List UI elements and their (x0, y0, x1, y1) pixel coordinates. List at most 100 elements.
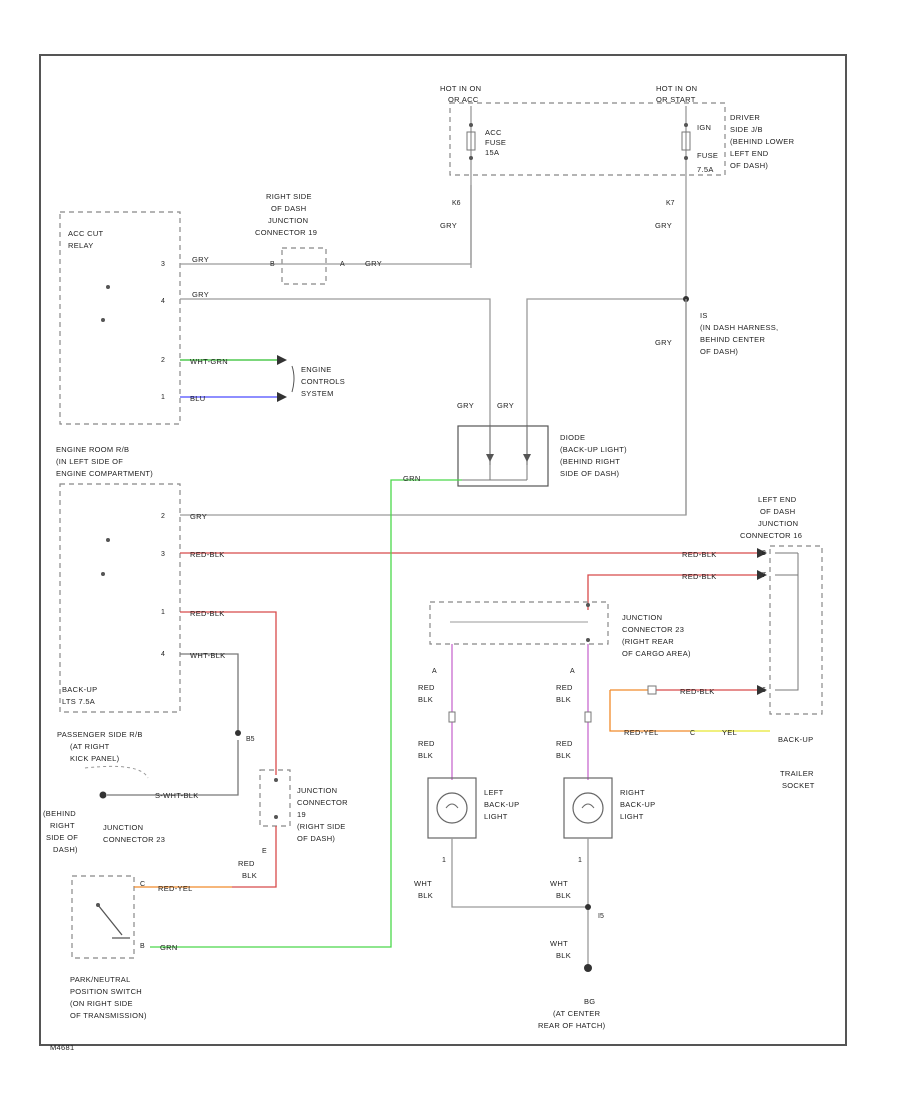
right-backup-label-3: LIGHT (620, 812, 644, 821)
left-end-label-2: OF DASH (760, 507, 795, 516)
pin-c-trailer: C (690, 730, 695, 737)
wire-label-gry-diode-1: GRY (457, 401, 474, 410)
wht-blk-wire (180, 653, 239, 733)
left-backup-light-box (427, 777, 477, 839)
pin-2-erb: 2 (161, 513, 165, 520)
wire-label-blu: BLU (190, 394, 206, 403)
left-backup-bulb-icon (436, 792, 468, 824)
wire-label-red-yel-trailer: RED-YEL (624, 728, 659, 737)
diode-label-3: (BEHIND RIGHT (560, 457, 620, 466)
hot-in-on-acc-label: HOT IN ON (440, 84, 481, 93)
jc16-bus (775, 553, 799, 691)
wire-label-gry-acc: GRY (440, 221, 457, 230)
gry-wire-erb (180, 299, 687, 516)
ground-point-icon (584, 964, 592, 972)
red-yel-wire-trailer (609, 690, 690, 732)
grn-wire (150, 479, 462, 948)
wire-label-wht-grn: WHT-GRN (190, 357, 228, 366)
ign-fuse-icon (681, 131, 691, 151)
wire-label-blk-jc19: BLK (242, 871, 257, 880)
pin-k6: K6 (452, 200, 461, 207)
left-inline-connector (448, 711, 456, 723)
jc19-terminal-2 (274, 815, 278, 819)
ground-splice (585, 904, 591, 910)
left-backup-label-2: BACK-UP (484, 800, 519, 809)
passenger-rb-splice (99, 791, 107, 799)
wire-label-grn-2: GRN (160, 943, 178, 952)
pin-b-pnp: B (140, 943, 145, 950)
diode-label-4: SIDE OF DASH) (560, 469, 620, 478)
wire-label-red-yel-pnp: RED-YEL (158, 884, 193, 893)
ign-fuse-label-2: FUSE (697, 151, 718, 160)
jc23-label: JUNCTION (103, 823, 143, 832)
wire-label-red-blk-2: RED-BLK (682, 550, 717, 559)
wire-label-blk-left-3: BLK (418, 891, 433, 900)
diode-symbol-2 (523, 454, 531, 462)
wire-label-red-left: RED (418, 683, 435, 692)
right-backup-light-box (563, 777, 613, 839)
driver-jb-label-3: (BEHIND LOWER (730, 137, 795, 146)
pnp-switch-arm (97, 904, 123, 936)
acc-fuse-label-2: FUSE (485, 138, 506, 147)
acc-fuse-terminal-top (469, 123, 473, 127)
pin-4-acc: 4 (161, 298, 165, 305)
harness-label-2: (IN DASH HARNESS, (700, 323, 778, 332)
jc19-label-2: CONNECTOR (297, 798, 348, 807)
driver-jb-label: DRIVER (730, 113, 760, 122)
wire-label-blk-gnd: BLK (556, 951, 571, 960)
left-bulb-filament (445, 803, 459, 809)
backup-fuse-label-2: LTS 7.5A (62, 697, 95, 706)
erb-label-2: (IN LEFT SIDE OF (56, 457, 123, 466)
hot-in-on-acc-label-2: OR ACC (448, 95, 479, 104)
pin-e-jc19: E (262, 848, 267, 855)
wire-label-blk-left: BLK (418, 695, 433, 704)
engine-cs-bracket (291, 365, 295, 393)
wire-label-gry-diode-2: GRY (497, 401, 514, 410)
behind-right-label: (BEHIND (43, 809, 76, 818)
wire-label-blk-right: BLK (556, 695, 571, 704)
wire-label-grn-1: GRN (403, 474, 421, 483)
jc19-label-5: OF DASH) (297, 834, 335, 843)
left-end-label-3: JUNCTION (758, 519, 798, 528)
diagram-frame (39, 54, 847, 1046)
arrow-blu (277, 392, 287, 402)
gry-wire-acc (180, 185, 472, 265)
wire-label-blk-left-2: BLK (418, 751, 433, 760)
passenger-rb-label-3: KICK PANEL) (70, 754, 120, 763)
behind-right-label-2: RIGHT (50, 821, 75, 830)
pin-b-rsd: B (270, 261, 275, 268)
acc-relay-contact-2 (101, 318, 105, 322)
left-end-jc16-box (769, 545, 823, 715)
pin-3-acc: 3 (161, 261, 165, 268)
driver-jb-label-4: LEFT END (730, 149, 769, 158)
harness-label-3: BEHIND CENTER (700, 335, 765, 344)
acc-fuse-label: ACC (485, 128, 502, 137)
wht-blk-splice (235, 730, 241, 736)
hot-in-on-start-label: HOT IN ON (656, 84, 697, 93)
wire-label-red-jc19: RED (238, 859, 255, 868)
pin-1-left: 1 (442, 857, 446, 864)
rsd-jc19-label-3: JUNCTION (268, 216, 308, 225)
jc23r-label: JUNCTION (622, 613, 662, 622)
wire-label-wht-gnd: WHT (550, 939, 568, 948)
arrow-red-blk-1 (757, 548, 767, 558)
wire-label-yel: YEL (722, 728, 737, 737)
behind-right-label-3: SIDE OF (46, 833, 78, 842)
erb-label-3: ENGINE COMPARTMENT) (56, 469, 153, 478)
rsd-jc19-label-2: OF DASH (271, 204, 306, 213)
arrow-red-blk-2 (757, 570, 767, 580)
wire-label-gry-2: GRY (365, 259, 382, 268)
diode-label-2: (BACK-UP LIGHT) (560, 445, 627, 454)
right-backup-label: RIGHT (620, 788, 645, 797)
jc23r-label-3: (RIGHT REAR (622, 637, 674, 646)
red-blk-wire-pnp (232, 826, 277, 888)
jc23r-terminal-1 (586, 603, 590, 607)
wire-label-red-left-2: RED (418, 739, 435, 748)
pin-a-left: A (432, 668, 437, 675)
ground-wire-left (451, 838, 588, 908)
ground-label-2: (AT CENTER (553, 1009, 601, 1018)
gry-wire-harness-diode (526, 298, 686, 465)
ign-fuse-terminal-bottom (684, 156, 688, 160)
wire-label-blk-right-3: BLK (556, 891, 571, 900)
